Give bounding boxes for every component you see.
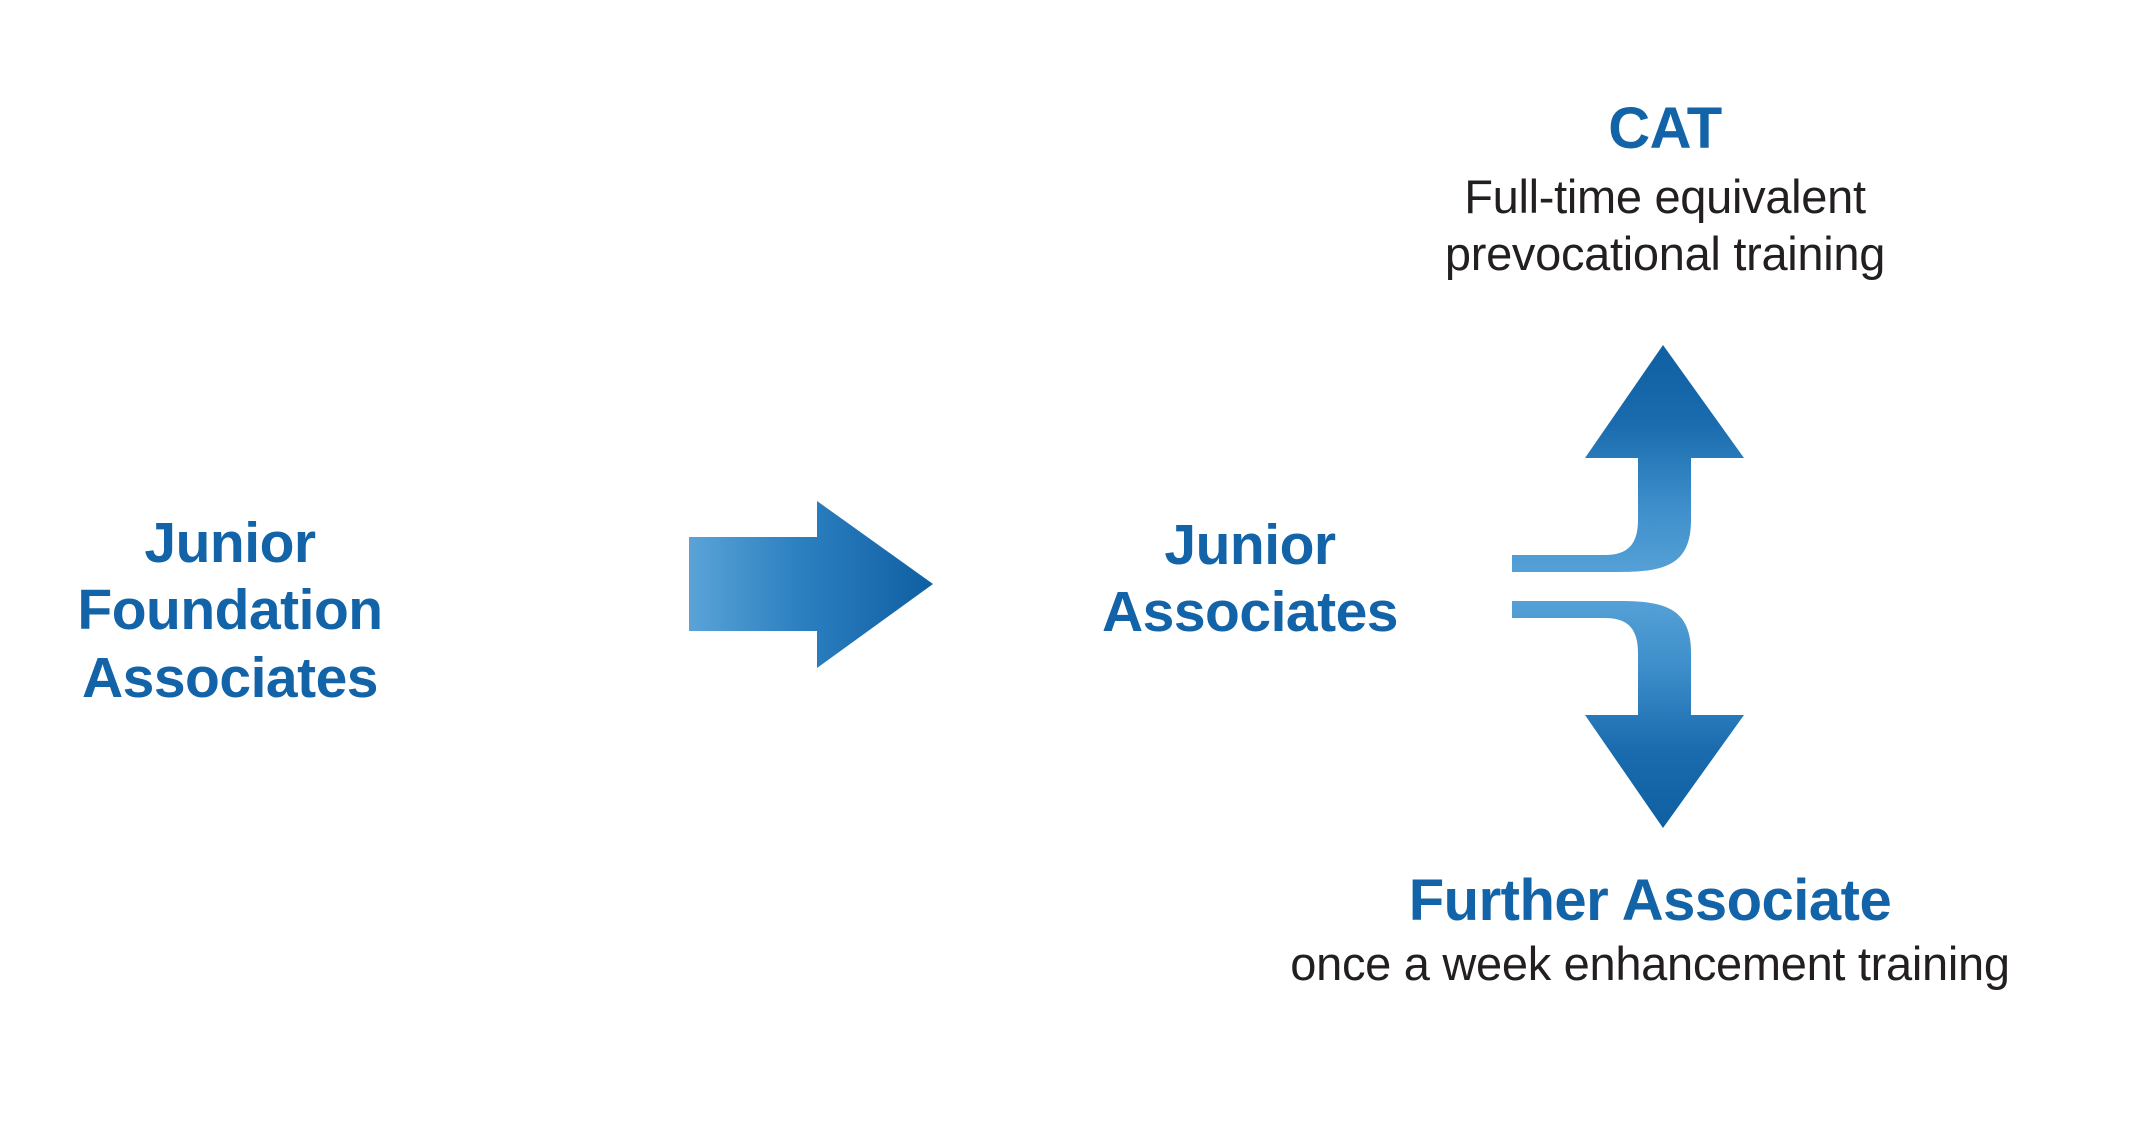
split-arrow-icon <box>1500 330 1770 840</box>
further-associate-description: once a week enhancement training <box>1290 937 2010 990</box>
node-junior-foundation-associates: Junior Foundation Associates <box>77 511 383 710</box>
further-associate-title: Further Associate <box>1408 868 1892 933</box>
cat-title: CAT <box>1608 96 1722 161</box>
node-junior-associates: Junior Associates <box>1101 513 1399 645</box>
curved-up-arrow <box>1512 345 1744 572</box>
cat-description: Full-time equivalent prevocational train… <box>1444 170 1886 281</box>
right-arrow-icon <box>686 498 936 673</box>
curved-down-arrow <box>1512 601 1744 828</box>
further-associate-group: Further Associate once a week enhancemen… <box>1240 872 2060 992</box>
cat-group: CAT Full-time equivalent prevocational t… <box>1330 100 2000 283</box>
